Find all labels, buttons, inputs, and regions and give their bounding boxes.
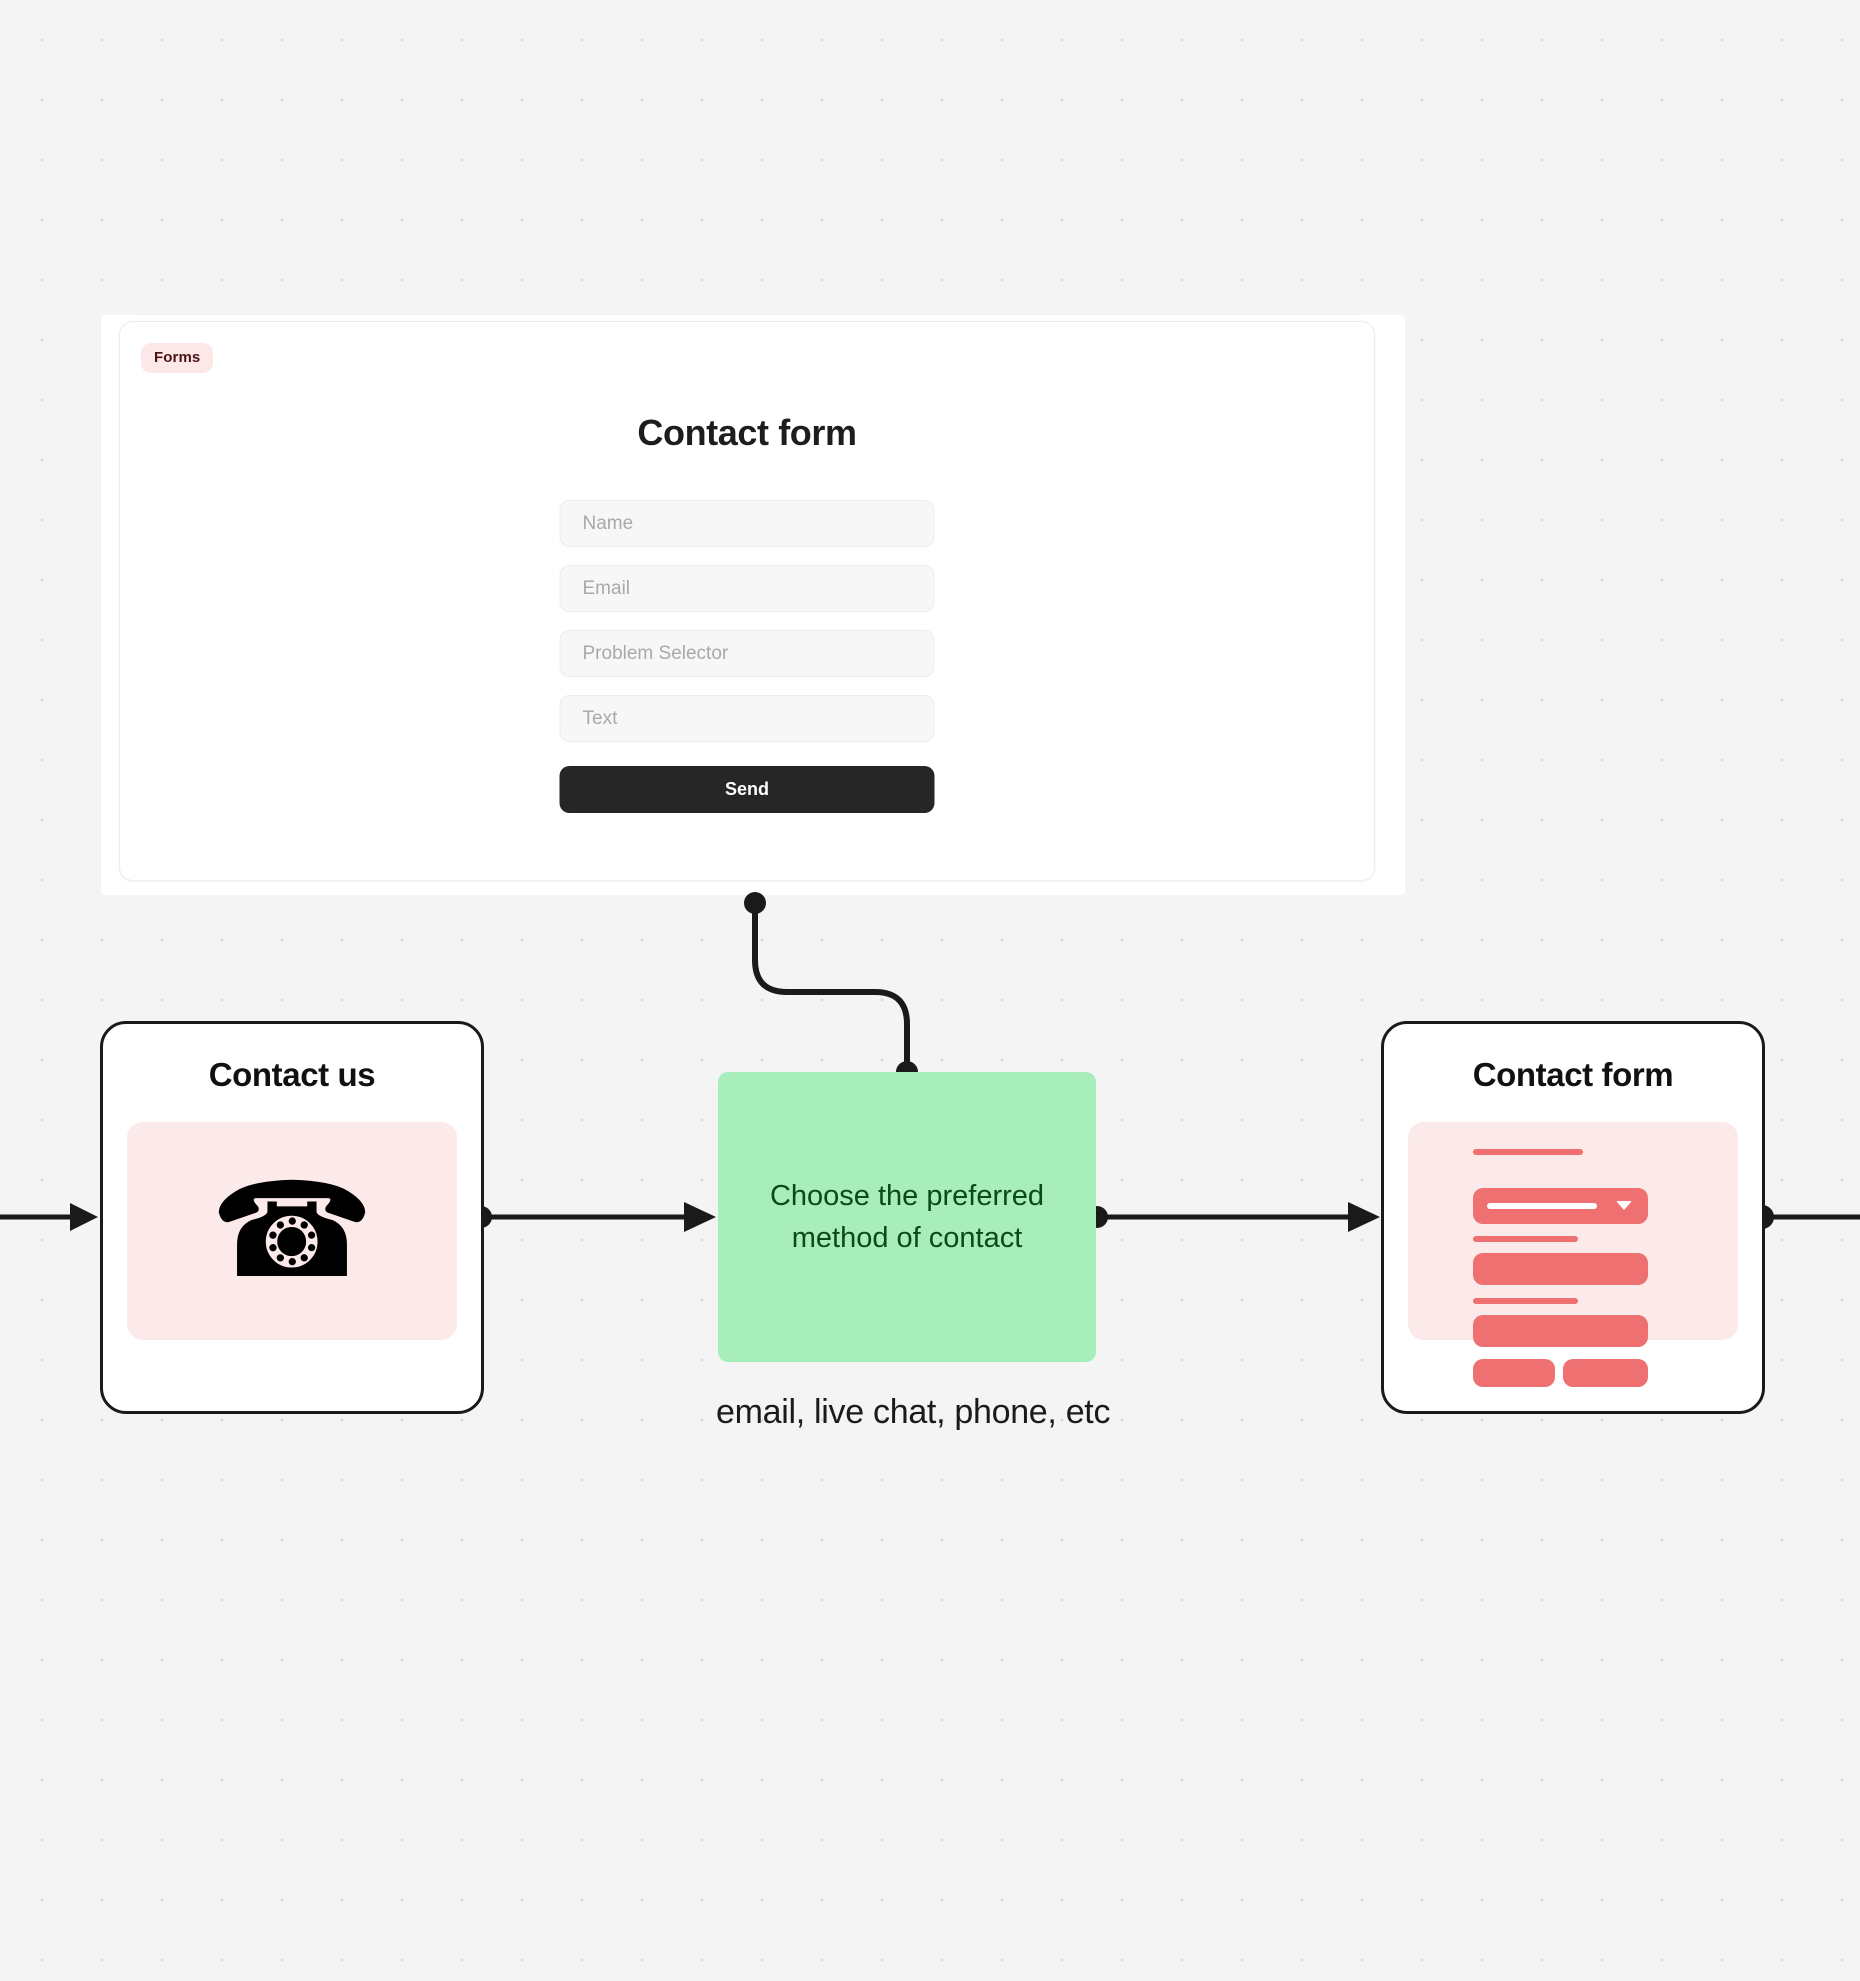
problem-selector-dropdown[interactable]: Problem Selector [559,630,935,677]
forms-preview-panel: Forms Contact form Name Email Problem Se… [119,321,1375,881]
flow-caption: email, live chat, phone, etc [716,1393,1111,1431]
skeleton-label-2 [1473,1236,1578,1242]
node-contact-us[interactable]: Contact us ☎ [100,1021,484,1414]
node-contact-form-title: Contact form [1472,1056,1674,1093]
node-contact-form[interactable]: Contact form [1381,1021,1765,1414]
forms-preview-card: Forms Contact form Name Email Problem Se… [101,315,1405,895]
skeleton-input-2 [1473,1315,1648,1347]
node-choose-method[interactable]: Choose the preferred method of contact [718,1072,1096,1362]
skeleton-label-3 [1473,1298,1578,1304]
email-input[interactable]: Email [559,565,935,612]
chevron-down-icon [1616,1201,1632,1210]
node-contact-us-title: Contact us [208,1056,376,1093]
skeleton-button-1 [1473,1359,1555,1387]
page-title: Contact form [637,412,857,453]
send-button[interactable]: Send [559,766,935,813]
forms-badge: Forms [141,343,214,373]
telephone-emoji-glyph: ☎ [209,1157,375,1304]
telephone-icon: ☎ [127,1122,457,1340]
form-skeleton-icon [1408,1122,1738,1387]
skeleton-label-1 [1473,1149,1583,1155]
name-input[interactable]: Name [559,500,935,547]
node-choose-method-text: Choose the preferred method of contact [769,1179,1045,1254]
skeleton-input-1 [1473,1253,1648,1285]
text-input[interactable]: Text [559,695,935,742]
skeleton-button-2 [1563,1359,1648,1387]
contact-form-fields: Name Email Problem Selector Text Send [559,500,935,813]
